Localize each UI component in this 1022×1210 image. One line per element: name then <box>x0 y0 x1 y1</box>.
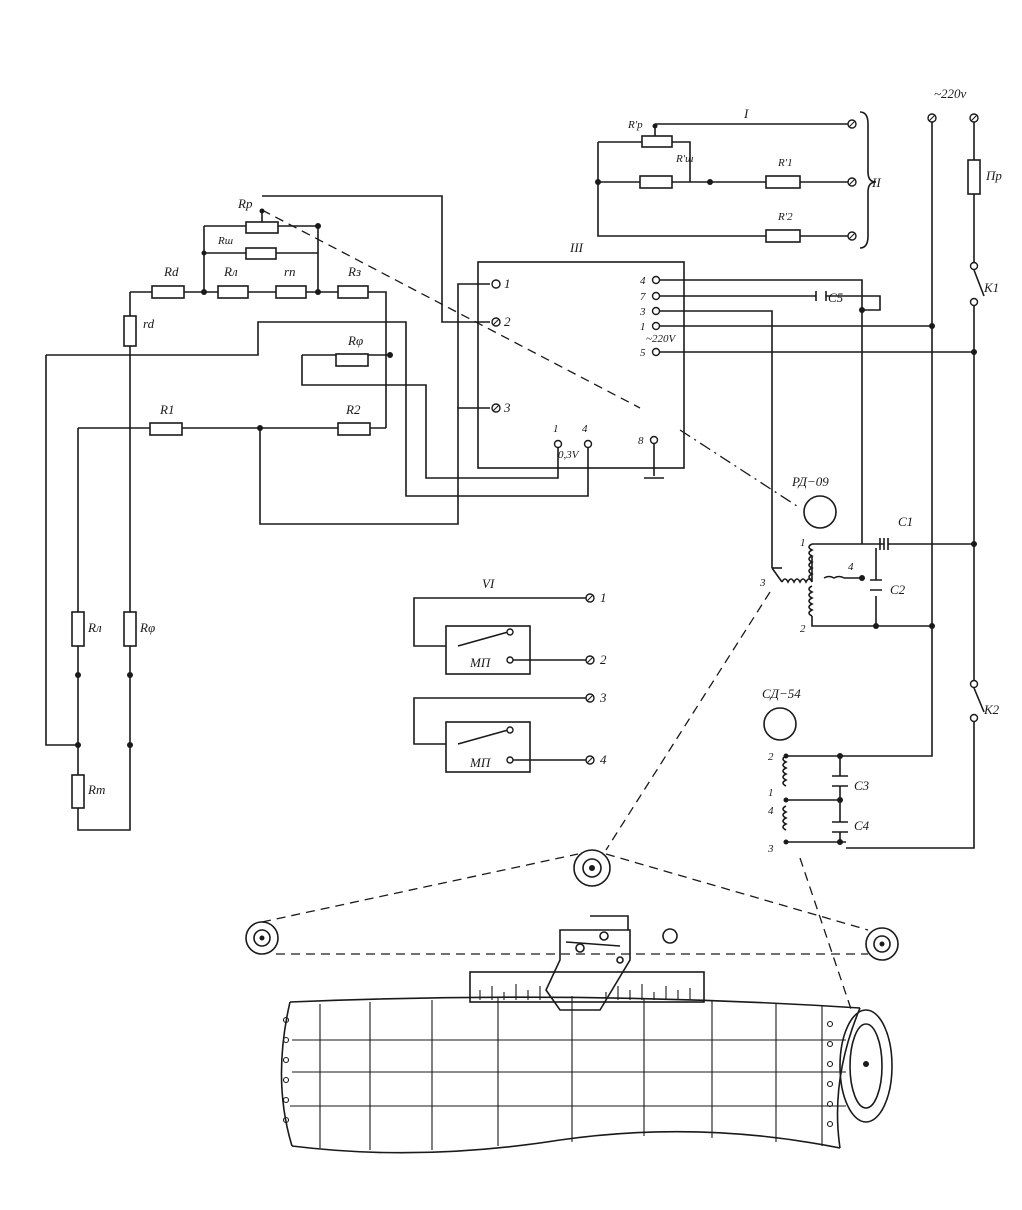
label-r2-prime: R'2 <box>777 211 793 223</box>
mv-pin-1-label: 1 <box>553 423 559 435</box>
resistor-rn <box>275 285 307 299</box>
pin-4-label: 4 <box>640 275 646 287</box>
resistor-rp <box>245 221 279 234</box>
resistor-rt <box>71 774 85 809</box>
label-rd: Rd <box>163 264 179 279</box>
block-vi-title: VI <box>482 576 495 591</box>
supply-label: ~220v <box>934 86 967 101</box>
vi-term-1: 1 <box>600 590 607 605</box>
relay-2-label: МП <box>469 755 492 770</box>
resistor-rp-prime <box>641 135 673 148</box>
resistor-rl-left <box>71 611 85 647</box>
k2-label: K2 <box>983 702 1000 717</box>
resistor-rd <box>151 285 185 299</box>
pin-1r-label: 1 <box>640 321 646 333</box>
mv-pin-4-label: 4 <box>582 423 588 435</box>
resistor-r2-prime <box>765 229 801 243</box>
rd-w2: 2 <box>800 623 806 635</box>
label-rz: Rз <box>347 264 361 279</box>
sd-w2: 2 <box>768 751 774 763</box>
sd-w4: 4 <box>768 805 774 817</box>
sd-w3: 3 <box>767 843 774 855</box>
motor-rd09-label: РД−09 <box>791 474 829 489</box>
vi-term-3: 3 <box>599 690 607 705</box>
k1-label: K1 <box>983 280 999 295</box>
c1-label: C1 <box>898 514 913 529</box>
drum-sprocket-holes-right <box>826 1020 834 1128</box>
label-rl: Rл <box>223 264 238 279</box>
mv-label: 0,3V <box>558 449 580 461</box>
block-iii: III 1 2 3 4 7 3 1 ~220V 5 1 4 0,3V 8 <box>477 240 685 479</box>
motor-sd54: СД−54 2 1 4 3 C3 C4 <box>762 628 933 855</box>
c5-label: C5 <box>828 290 844 305</box>
resistor-r2 <box>337 422 371 436</box>
pin-3r-label: 3 <box>639 306 646 318</box>
vi-term-4: 4 <box>600 752 607 767</box>
pin-1-label: 1 <box>504 276 511 291</box>
block-vi: VI МП 1 2 МП 3 4 <box>413 576 607 773</box>
bridge-labels: Rp Rш Rd Rл rп Rз rd Rφ R1 R2 Rл Rφ Rт <box>87 196 363 797</box>
resistor-rz <box>337 285 369 299</box>
vi-term-2: 2 <box>600 652 607 667</box>
resistor-rf-left <box>123 611 137 647</box>
rd-w3: 3 <box>759 577 766 589</box>
power-wiring: ~220v Пр K1 K2 C5 <box>660 86 1002 849</box>
label-block-ii: II <box>871 175 881 190</box>
label-rf-left: Rφ <box>139 620 155 635</box>
motor-rd09: РД−09 1 2 3 4 C1 C2 <box>759 474 977 635</box>
label-rsh-prime: R'ш <box>675 153 693 165</box>
resistor-rd-vertical <box>123 315 137 347</box>
bridge-junctions <box>75 223 393 748</box>
supply-220-label: ~220V <box>646 333 676 345</box>
pin-3-label: 3 <box>503 400 511 415</box>
label-rl-left: Rл <box>87 620 102 635</box>
fuse <box>967 159 981 195</box>
mechanical-links <box>261 209 869 1013</box>
resistor-rsh <box>245 247 277 260</box>
block-ii: R'p R'ш R'1 R'2 I II <box>595 106 881 249</box>
bridge-resistors <box>71 208 371 809</box>
c3-label: C3 <box>854 778 870 793</box>
rd-w1: 1 <box>800 537 806 549</box>
label-rp-prime: R'p <box>627 119 643 131</box>
resistor-rl <box>217 285 249 299</box>
resistor-r1 <box>149 422 183 436</box>
label-r-phi: Rφ <box>347 333 363 348</box>
label-rn: rп <box>284 264 296 279</box>
pin-2-label: 2 <box>504 314 511 329</box>
pin-7-label: 7 <box>640 291 646 303</box>
pin-5-label: 5 <box>640 347 646 359</box>
c4-label: C4 <box>854 818 870 833</box>
block-iii-title: III <box>569 240 584 255</box>
chart-drum <box>280 996 893 1154</box>
drum-sprocket-holes-left <box>282 1016 290 1124</box>
rd-w4: 4 <box>848 561 854 573</box>
bridge-network <box>45 195 589 831</box>
label-rsh: Rш <box>217 235 233 247</box>
resistor-r1-prime <box>765 175 801 189</box>
pin-8-label: 8 <box>638 435 644 447</box>
sd-w1: 1 <box>768 787 774 799</box>
label-r2: R2 <box>345 402 361 417</box>
label-r1: R1 <box>159 402 174 417</box>
label-rp: Rp <box>237 196 253 211</box>
label-line-one: I <box>743 106 749 121</box>
label-rt: Rт <box>87 782 105 797</box>
pen-carriage <box>469 915 705 1011</box>
label-r1-prime: R'1 <box>777 157 793 169</box>
resistor-rsh-prime <box>639 175 673 189</box>
label-rd-vertical: rd <box>143 316 155 331</box>
resistor-r-phi <box>335 353 369 367</box>
motor-sd54-label: СД−54 <box>762 686 801 701</box>
pulley-system <box>245 849 899 961</box>
relay-1-label: МП <box>469 655 492 670</box>
fuse-label: Пр <box>985 168 1002 183</box>
c2-label: C2 <box>890 582 906 597</box>
